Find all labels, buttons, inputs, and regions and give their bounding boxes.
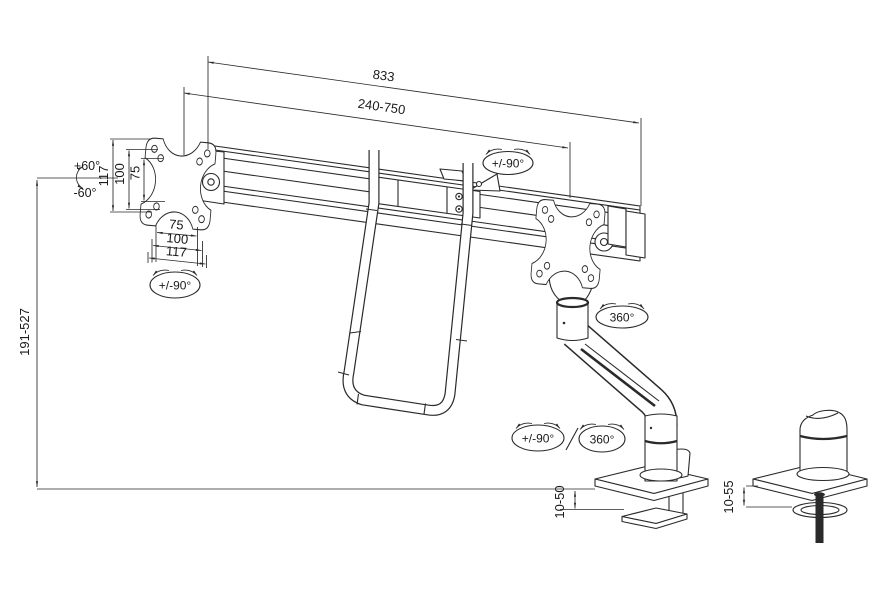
rail-right-endcap [607,205,627,248]
crossbar-rail [197,145,646,262]
dim-clamp-thickness: 10-50 [552,485,577,519]
dim-117h-label: 117 [165,243,187,260]
desk-clamp-base [594,413,709,530]
dim-vesa-horizontal: 75 100 117 [148,216,206,265]
dim-total-width: 833 [207,61,640,124]
vesa-rotation-annotation: +/-90° [149,269,201,299]
dim-vesa-vertical: 117 100 75 [96,139,146,212]
tilt-annotation: +60° -60° [73,159,100,200]
dimensions: 833 240-750 191-527 117 100 75 75 100 11… [17,56,792,519]
dim-75h-label: 75 [169,216,185,232]
dim-100h-label: 100 [166,230,189,247]
vesa-plate-left [139,137,217,231]
base-rotation-label: 360° [590,433,615,447]
grommet-ring [792,501,848,519]
dim-grommet-thickness: 10-55 [721,480,746,514]
vesa-rotation-label: +/-90° [159,279,192,293]
tilt-up-label: +60° [74,159,100,173]
dim-10-50-label: 10-50 [552,485,567,518]
dim-10-55-label: 10-55 [721,480,736,513]
tilt-down-label: -60° [73,186,96,200]
dim-191-527-label: 191-527 [17,308,32,356]
base-swivel-label: +/-90° [522,432,555,446]
arm-rotator [556,301,589,342]
arm-rotation-label: 360° [610,311,635,325]
dim-100v-label: 100 [112,163,127,185]
vesa-plate-right [530,199,606,289]
dim-75v-label: 75 [128,166,143,180]
dim-adjustable-width: 240-750 [183,92,569,149]
grommet-rod [815,494,824,543]
arm-rotation-annotation: 360° [595,303,649,329]
arm-rail-bracket [469,173,501,192]
rail-latch [439,168,467,182]
dim-833-label: 833 [372,67,396,85]
dim-117v-label: 117 [96,166,111,187]
dim-height-range: 191-527 [17,179,39,488]
riser-column [644,413,678,482]
base-swivel-annotation: +/-90° 360° [511,422,626,453]
dim-240-750-label: 240-750 [357,96,406,117]
cable-management-loop [337,150,474,416]
slash-separator [565,427,579,451]
crossbar-swivel-label: +/-90° [492,157,525,171]
crossbar-swivel-annotation: +/-90° [482,148,534,176]
grommet-mount [752,409,868,543]
